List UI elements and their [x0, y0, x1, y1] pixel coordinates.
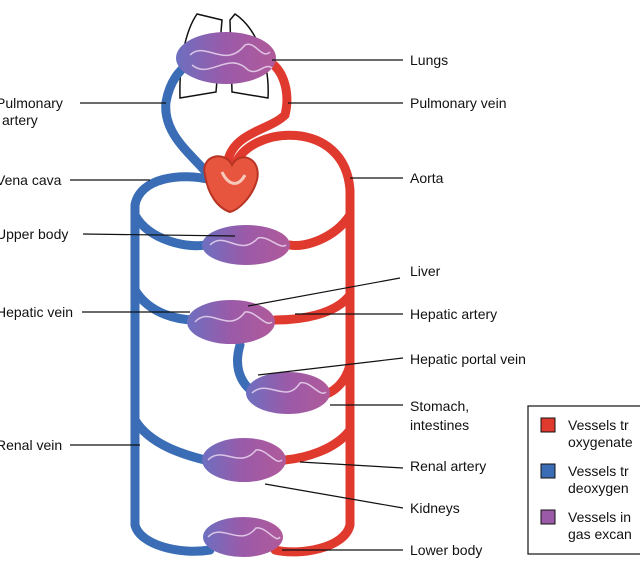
label-upper-body: Upper body	[0, 226, 68, 242]
lower-body-capillaries	[203, 517, 283, 557]
legend: Vessels tr oxygenate Vessels tr deoxygen…	[527, 405, 640, 555]
legend-oxygenated-line2: oxygenate	[568, 434, 633, 450]
label-intestines: intestines	[410, 417, 469, 433]
label-liver: Liver	[410, 263, 441, 279]
kidney-capillaries	[202, 438, 286, 482]
lung-capillaries	[176, 32, 276, 84]
label-pulmonary-artery-2: artery	[2, 112, 38, 128]
legend-swatch-oxygenated	[540, 417, 556, 433]
legend-capillary-line2: gas excan	[568, 526, 632, 542]
liver-capillaries	[187, 300, 275, 344]
label-kidneys: Kidneys	[410, 500, 460, 516]
capillary-beds	[176, 32, 330, 557]
label-lungs: Lungs	[410, 52, 448, 68]
label-lower-body: Lower body	[410, 542, 482, 558]
legend-swatch-capillary	[540, 509, 556, 525]
heart-chamber	[220, 171, 247, 185]
legend-deoxygenated-line2: deoxygen	[568, 480, 629, 496]
label-vena-cava: Vena cava	[0, 172, 62, 188]
deoxygenated-vessels	[130, 57, 265, 556]
legend-deoxygenated-line1: Vessels tr	[568, 463, 629, 479]
label-hepatic-artery: Hepatic artery	[410, 306, 497, 322]
label-hepatic-vein: Hepatic vein	[0, 304, 73, 320]
label-pulmonary-vein: Pulmonary vein	[410, 95, 507, 111]
legend-oxygenated-line1: Vessels tr	[568, 417, 629, 433]
label-stomach: Stomach,	[410, 398, 469, 414]
label-pulmonary-artery-1: Pulmonary	[0, 95, 63, 111]
label-aorta: Aorta	[410, 170, 444, 186]
legend-swatch-deoxygenated	[540, 463, 556, 479]
intestine-capillaries	[246, 372, 330, 414]
label-renal-artery: Renal artery	[410, 458, 486, 474]
label-renal-vein: Renal vein	[0, 437, 62, 453]
label-hepatic-portal-vein: Hepatic portal vein	[410, 351, 526, 367]
leader-lines	[70, 59, 404, 551]
legend-capillary-line1: Vessels in	[568, 509, 631, 525]
